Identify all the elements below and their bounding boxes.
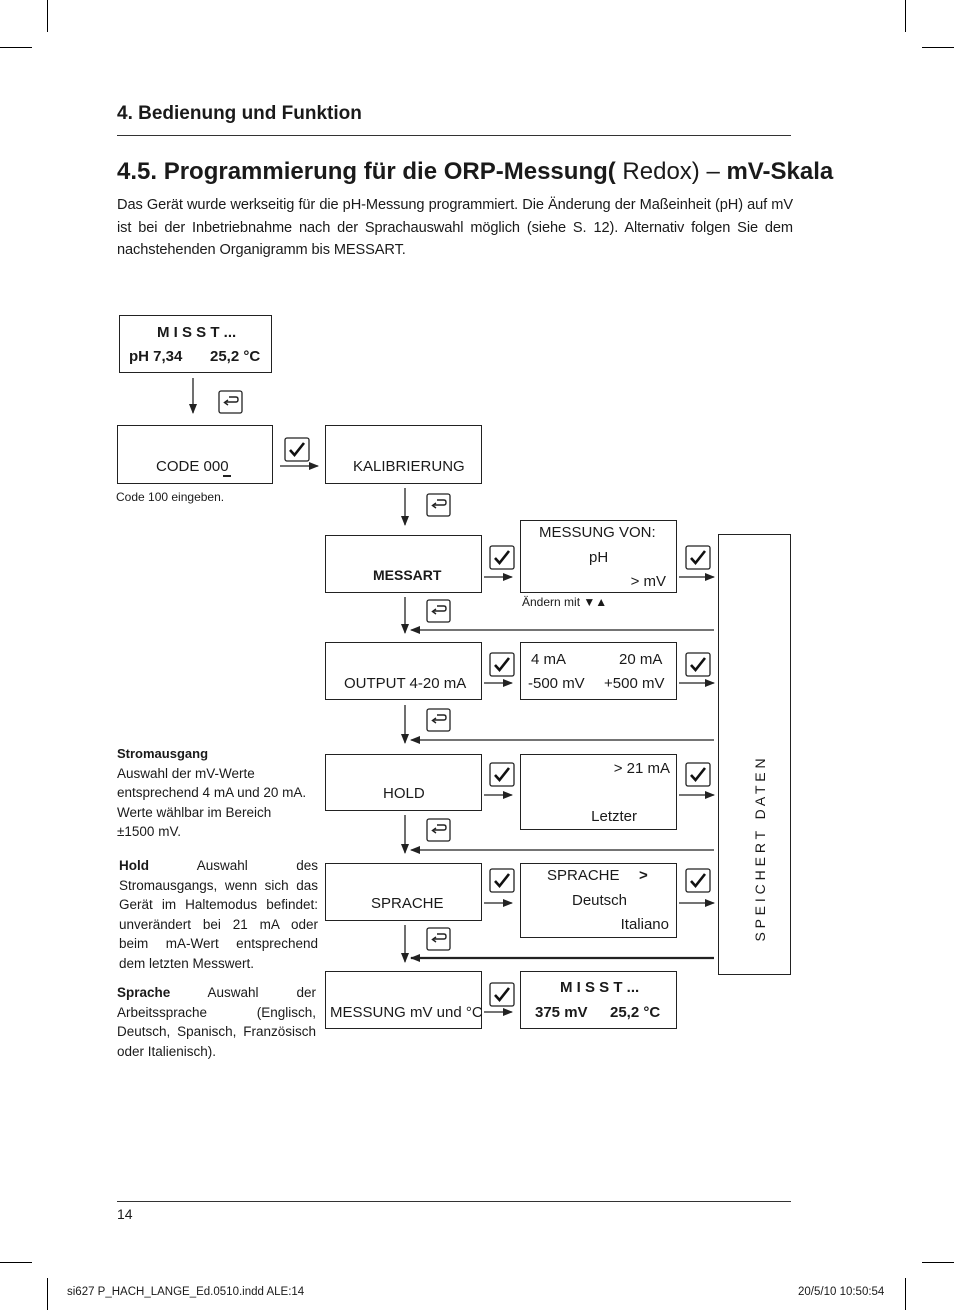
title-bold-end: mV-Skala (726, 158, 834, 185)
return-icon[interactable] (426, 493, 452, 517)
check-icon[interactable] (489, 982, 516, 1007)
footer-date: 20/5/10 10:50:54 (798, 1286, 885, 1298)
display-line1: M I S S T ... (560, 979, 640, 996)
menu-label: OUTPUT 4-20 mA (344, 675, 467, 692)
messung-von-title: MESSUNG VON: (539, 524, 656, 541)
check-icon[interactable] (685, 762, 712, 787)
page-number: 14 (117, 1206, 133, 1222)
messung-von-box[interactable]: MESSUNG VON: pH > mV (520, 520, 677, 593)
intro-paragraph: Das Gerät wurde werkseitig für die pH-Me… (117, 197, 793, 258)
output-values-box[interactable]: 4 mA 20 mA -500 mV +500 mV (520, 642, 677, 700)
output-mv-low: -500 mV (528, 675, 585, 692)
note-hold: Hold Auswahl des Stromausgangs, wenn sic… (119, 856, 318, 973)
check-icon[interactable] (284, 437, 311, 462)
messung-von-hint: Ändern mit ▼▲ (522, 595, 608, 609)
display-temp: 25,2 °C (610, 1004, 661, 1021)
check-icon[interactable] (685, 652, 712, 677)
title-normal: Redox) – (615, 158, 727, 185)
sprache-deutsch: Deutsch (572, 892, 628, 909)
title-bold-start: 4.5. Programmierung für die ORP-Messung( (117, 158, 616, 185)
display-temp: 25,2 °C (210, 348, 261, 365)
return-icon[interactable] (426, 818, 452, 842)
check-icon[interactable] (685, 545, 712, 570)
footer-rule (117, 1201, 791, 1202)
note-title: Sprache (117, 985, 171, 1000)
crop-mark (47, 0, 48, 32)
return-icon[interactable] (426, 708, 452, 732)
speichert-daten-box (718, 534, 791, 975)
code-hint: Code 100 eingeben. (116, 490, 225, 504)
crop-mark (905, 1278, 906, 1310)
check-icon[interactable] (489, 652, 516, 677)
hold-letzter: Letzter (591, 808, 637, 825)
code-cursor (223, 475, 231, 477)
messung-von-ph: pH (589, 549, 609, 566)
note-text: Auswahl des Stromausgangs, wenn sich das… (119, 858, 318, 971)
menu-label: SPRACHE (371, 895, 444, 912)
menu-sprache[interactable]: SPRACHE (325, 863, 482, 921)
sprache-italiano: Italiano (620, 916, 669, 933)
speichert-daten-label: S P E I C H E R T D A T E N (748, 560, 772, 960)
display-ph: pH 7,34 (129, 348, 183, 365)
display-mv: 375 mV (535, 1004, 588, 1021)
menu-kalibrierung[interactable]: KALIBRIERUNG (325, 425, 482, 484)
note-text: Auswahl der mV-Werte entsprechend 4 mA u… (117, 765, 307, 840)
crop-mark (905, 0, 906, 32)
menu-label: KALIBRIERUNG (353, 458, 465, 475)
display-line1: M I S S T ... (157, 324, 237, 341)
hold-21ma: > 21 mA (613, 760, 670, 777)
note-text: Auswahl der Arbeitssprache (Englisch, De… (117, 985, 316, 1059)
check-icon[interactable] (489, 762, 516, 787)
note-title: Hold (119, 858, 149, 873)
crop-mark (0, 47, 32, 48)
return-icon[interactable] (218, 390, 244, 414)
footer-file: si627 P_HACH_LANGE_Ed.0510.indd ALE:14 (67, 1286, 305, 1298)
code-box[interactable]: CODE 000 (117, 425, 273, 484)
menu-hold[interactable]: HOLD (325, 754, 482, 811)
note-stromausgang: Stromausgang Auswahl der mV-Werte entspr… (117, 744, 307, 842)
menu-messart[interactable]: MESSART (325, 535, 482, 593)
crop-mark (922, 1262, 954, 1263)
display-measuring-mv: M I S S T ... 375 mV 25,2 °C (520, 971, 677, 1029)
output-4ma: 4 mA (531, 651, 567, 668)
crop-mark (922, 47, 954, 48)
crop-mark (47, 1278, 48, 1310)
header-rule (117, 135, 791, 136)
page-title: 4.5. Programmierung für die ORP-Messung(… (117, 158, 833, 186)
check-icon[interactable] (685, 868, 712, 893)
return-icon[interactable] (426, 599, 452, 623)
sprache-arrow: > (639, 867, 648, 884)
messung-von-mv: > mV (630, 573, 666, 590)
note-title: Stromausgang (117, 746, 209, 761)
sprache-title: SPRACHE (547, 867, 620, 884)
check-icon[interactable] (489, 868, 516, 893)
sprache-values-box[interactable]: SPRACHE > Deutsch Italiano (520, 863, 677, 938)
menu-label: HOLD (383, 785, 425, 802)
check-icon[interactable] (489, 545, 516, 570)
menu-messung[interactable]: MESSUNG mV und °C (325, 971, 483, 1029)
crop-mark (0, 1262, 32, 1263)
note-sprache: Sprache Auswahl der Arbeitssprache (Engl… (117, 983, 316, 1061)
output-20ma: 20 mA (619, 651, 663, 668)
display-measuring-ph: M I S S T ... pH 7,34 25,2 °C (119, 315, 272, 373)
section-heading: 4. Bedienung und Funktion (117, 103, 362, 124)
menu-label: MESSART (373, 567, 442, 583)
output-mv-high: +500 mV (604, 675, 665, 692)
code-label: CODE 000 (156, 458, 229, 475)
menu-label: MESSUNG mV und °C (330, 1004, 483, 1021)
hold-values-box[interactable]: > 21 mA Letzter (520, 754, 677, 830)
speichert-text: S P E I C H E R T D A T E N (752, 758, 768, 942)
menu-output[interactable]: OUTPUT 4-20 mA (325, 642, 482, 700)
return-icon[interactable] (426, 927, 452, 951)
